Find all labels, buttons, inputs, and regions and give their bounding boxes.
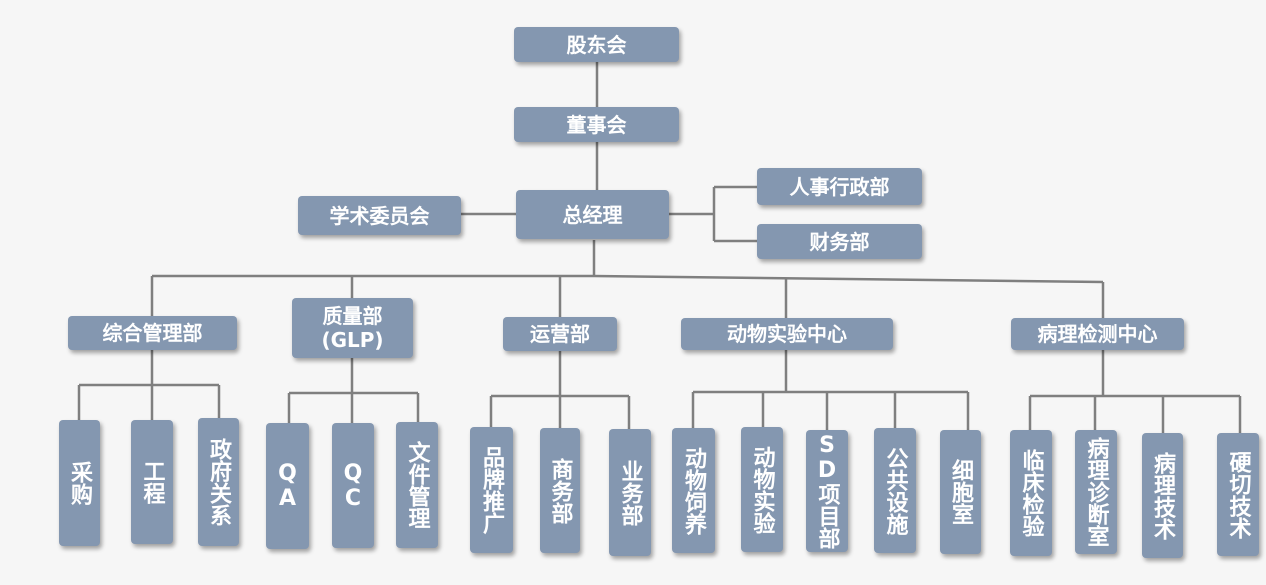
- quality-dept-box: 质量部 (GLP): [292, 298, 413, 358]
- unit-animal-experiment-box: 动物实验: [741, 427, 783, 552]
- unit-procurement-box: 采购: [59, 420, 100, 546]
- animal-experiment-center-box: 动物实验中心: [681, 318, 893, 350]
- shareholders-box: 股东会: [514, 27, 679, 62]
- unit-animal-feeding-box: 动物饲养: [672, 428, 715, 553]
- unit-qc-box: QC: [332, 423, 374, 548]
- finance-box: 财务部: [757, 224, 922, 259]
- board-box: 董事会: [514, 107, 679, 142]
- unit-qa-box: QA: [266, 423, 309, 549]
- unit-brand-promotion-box: 品牌推广: [470, 427, 513, 553]
- unit-public-facilities-box: 公共设施: [874, 428, 916, 553]
- hr-admin-box: 人事行政部: [757, 168, 922, 205]
- unit-cell-room-box: 细胞室: [940, 430, 981, 554]
- unit-pathology-diagnosis-box: 病理诊断室: [1075, 430, 1117, 554]
- unit-documents-box: 文件管理: [396, 422, 438, 548]
- unit-clinical-testing-box: 临床检验: [1010, 430, 1052, 556]
- pathology-testing-center-box: 病理检测中心: [1011, 318, 1184, 350]
- unit-commerce-box: 商务部: [540, 428, 580, 553]
- academic-committee-box: 学术委员会: [298, 196, 461, 235]
- unit-engineering-box: 工程: [131, 420, 173, 544]
- unit-pathology-tech-box: 病理技术: [1142, 433, 1183, 558]
- unit-sd-project-box: SD项目部: [806, 430, 848, 552]
- unit-hard-section-box: 硬切技术: [1217, 433, 1259, 556]
- quality-dept-sublabel: (GLP): [321, 328, 384, 352]
- quality-dept-label: 质量部: [322, 304, 383, 328]
- operations-dept-box: 运营部: [503, 317, 617, 351]
- general-management-dept-box: 综合管理部: [68, 316, 237, 350]
- unit-gov-relations-box: 政府关系: [198, 418, 239, 546]
- general-manager-box: 总经理: [516, 190, 669, 239]
- unit-business-box: 业务部: [609, 429, 651, 556]
